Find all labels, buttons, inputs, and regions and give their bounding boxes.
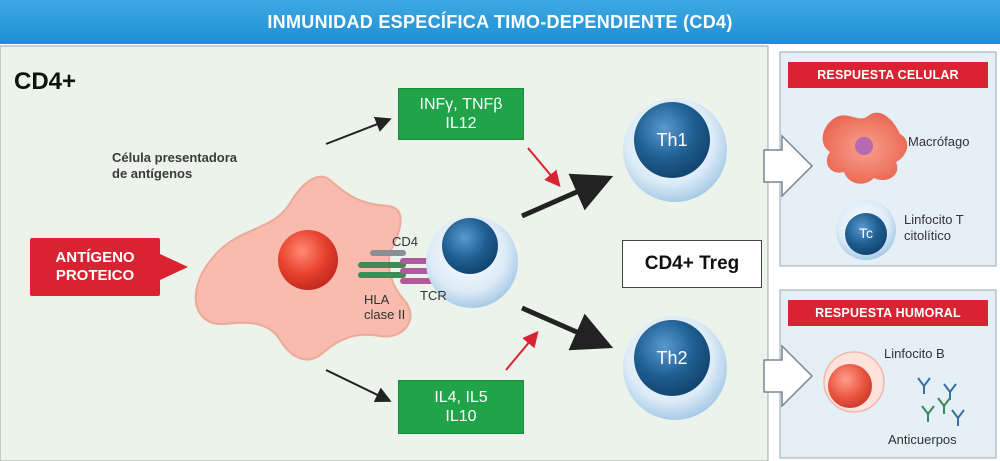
tcr-label: TCR (420, 288, 447, 303)
apc-label: Célula presentadora de antígenos (112, 150, 237, 182)
central-t-lymphocyte-nucleus (442, 218, 498, 274)
humoral-response-header: RESPUESTA HUMORAL (788, 300, 988, 326)
th2-nucleus (634, 320, 710, 396)
red-arrow-cytokines-top (527, 147, 561, 188)
hla-label-line1: HLA (364, 292, 390, 307)
cytokine-th2-line2: IL10 (445, 408, 477, 425)
macrophage-nucleus (855, 137, 873, 155)
cytotoxic-t-cell-nucleus (845, 213, 887, 255)
arrow-to-th2 (520, 305, 614, 351)
cytokine-th1-line2: IL12 (445, 115, 477, 132)
apc-nucleus (278, 230, 338, 290)
cd4-label: CD4 (392, 234, 419, 249)
arrow-apc-to-cytokines-bottom (325, 369, 392, 402)
page-title: INMUNIDAD ESPECÍFICA TIMO-DEPENDIENTE (C… (0, 0, 1000, 44)
section-label: CD4+ (14, 68, 77, 95)
tc-description-line2: citolítico (904, 228, 951, 243)
b-cell-nucleus (828, 364, 872, 408)
cytokine-box-th2: IL4, IL5 IL10 (398, 380, 524, 434)
red-arrow-cytokines-bottom (505, 330, 539, 371)
treg-box: CD4+ Treg (622, 240, 762, 288)
th2-label: Th2 (656, 348, 688, 368)
antibodies-group (917, 377, 965, 426)
macrophage-label: Macrófago (908, 134, 970, 149)
antibodies-label: Anticuerpos (888, 432, 957, 447)
hla-label: HLA clase II (364, 292, 405, 322)
th1-nucleus (634, 102, 710, 178)
tc-label: Tc (859, 225, 873, 241)
th1-label: Th1 (656, 130, 688, 150)
cellular-response-header: RESPUESTA CELULAR (788, 62, 988, 88)
cytokine-th1-line1: INFγ, TNFβ (419, 96, 503, 113)
apc-label-line2: de antígenos (112, 166, 193, 181)
antigen-line1: ANTÍGENO (55, 249, 135, 266)
arrow-apc-to-cytokines-top (325, 116, 392, 145)
b-cell-label: Linfocito B (884, 346, 945, 361)
apc-label-line1: Célula presentadora (112, 150, 237, 165)
hollow-arrow-to-humoral (763, 344, 814, 408)
antigen-line2: PROTEICO (55, 267, 135, 284)
tc-description: Linfocito T citolítico (904, 212, 964, 244)
antigen-pointer (160, 254, 188, 280)
cytokine-th2-line1: IL4, IL5 (434, 389, 488, 406)
hollow-arrow-to-cellular (763, 134, 814, 198)
antigen-box: ANTÍGENO PROTEICO (30, 238, 160, 296)
cytokine-box-th1: INFγ, TNFβ IL12 (398, 88, 524, 140)
hla-label-line2: clase II (364, 307, 406, 322)
arrow-to-th1 (520, 173, 614, 219)
tc-description-line1: Linfocito T (904, 212, 964, 227)
